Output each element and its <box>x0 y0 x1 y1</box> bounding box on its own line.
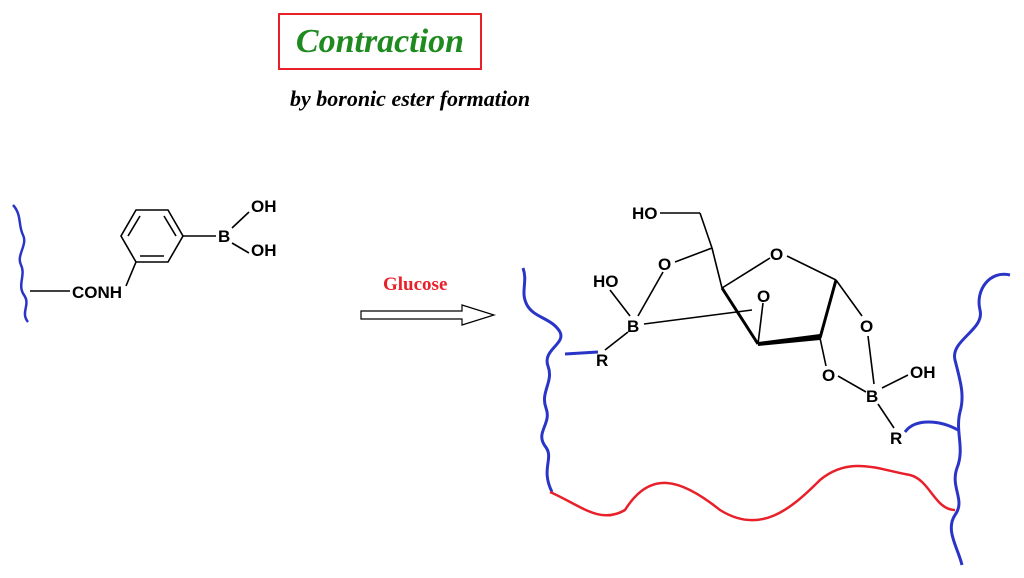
c5-o-bond <box>674 247 713 263</box>
c1-o-right-bond <box>835 279 863 317</box>
right-polymer-branch-right <box>903 420 959 434</box>
benzene-double-bond-1 <box>127 215 141 237</box>
o-ester-right-top-label: O <box>860 317 873 336</box>
c3-c4-bond <box>720 287 760 345</box>
right-polymer-branch-left <box>564 350 599 356</box>
ho-top-label: HO <box>632 204 658 223</box>
b-oh-bottom-bond <box>231 242 250 254</box>
o-b-left-bond <box>637 271 664 317</box>
ho-b-left-bond <box>609 289 631 317</box>
boron-right-label: B <box>866 387 878 406</box>
reaction-arrow <box>360 304 497 326</box>
oh-right-label: OH <box>910 363 936 382</box>
b-r-left-bond <box>604 331 629 351</box>
boron-left-label: B <box>627 317 639 336</box>
c5-c4-bond <box>711 247 723 289</box>
c4-o-ring-bond <box>721 257 771 289</box>
o-b-right-top-bond <box>867 335 875 385</box>
o-ester-left-label: O <box>658 255 671 274</box>
o-ring-c1-bond <box>786 255 837 281</box>
reagent-label: Glucose <box>383 274 448 295</box>
o-ester-right-bottom-label: O <box>822 366 835 385</box>
b-oh-top-bond <box>231 211 250 229</box>
left-molecule: CONH B OH OH <box>12 197 277 323</box>
title: Contraction <box>295 22 465 60</box>
b-oh-right-bond <box>881 374 909 389</box>
title-box: Contraction <box>278 13 482 70</box>
right-polymer-chain-right <box>949 272 1011 566</box>
boron-label: B <box>218 227 230 246</box>
o-b-right-bottom-bond <box>837 375 867 393</box>
c1-c2-bond <box>818 279 838 339</box>
r-right-label: R <box>890 429 902 448</box>
benzene-ring <box>120 209 184 263</box>
benzene-double-bond-3 <box>163 215 177 237</box>
c2-o-right-bond <box>819 337 827 367</box>
c2-c3-wedge-bond <box>758 334 820 346</box>
c3-o-bridge-bond <box>757 302 764 345</box>
right-complex: HO O HO B R O O O <box>521 204 1011 566</box>
o-ring-top-label: O <box>770 245 783 264</box>
b-r-right-bond <box>877 403 895 429</box>
right-polymer-chain-left <box>521 267 563 493</box>
o-bridge-label: O <box>757 287 770 306</box>
oh-top-label: OH <box>251 197 277 216</box>
crosslink-chain <box>549 464 956 522</box>
r-left-label: R <box>596 351 608 370</box>
oh-bottom-label: OH <box>251 241 277 260</box>
ring-attach-bond <box>125 261 137 287</box>
ho-left-label: HO <box>593 272 619 291</box>
b-c3-bond <box>643 309 753 325</box>
c6-c5-bond <box>699 212 713 249</box>
amide-label: CONH <box>72 283 122 302</box>
left-polymer-backbone <box>12 204 30 323</box>
hollow-arrow-icon <box>360 304 497 326</box>
subtitle: by boronic ester formation <box>290 86 531 111</box>
